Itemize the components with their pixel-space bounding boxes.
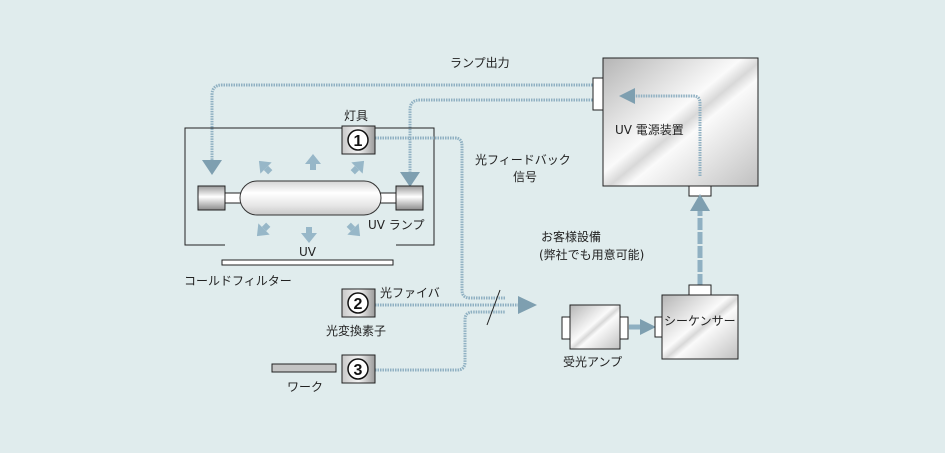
uv-arrow-up <box>305 154 321 170</box>
uv-arrow-down <box>301 227 317 243</box>
optical-feedback-label-2: 信号 <box>513 170 537 184</box>
arrow-left-internal <box>619 88 635 104</box>
photoelectric-element-label: 光変換素子 <box>326 323 386 338</box>
sensor-1: 1 <box>341 125 376 155</box>
sensor-1-number: 1 <box>354 133 363 150</box>
lamp-output-line-right <box>408 98 595 172</box>
uv-label: UV <box>299 245 317 259</box>
arrow-up-to-power <box>690 194 710 211</box>
light-receiving-amp <box>569 304 621 350</box>
uv-arrow-up-left <box>258 160 273 175</box>
uv-power-supply <box>602 57 759 187</box>
optical-fiber-label: 光ファイバ <box>380 286 440 300</box>
lamp-output-label: ランプ出力 <box>450 56 510 70</box>
uv-lamp-tube <box>239 180 382 216</box>
uv-arrow-down-left <box>256 222 271 237</box>
sensor-2: 2 <box>341 288 376 318</box>
work-piece <box>271 363 337 373</box>
sensor-3: 3 <box>341 354 376 384</box>
optical-feedback-label-1: 光フィードバック <box>475 153 571 167</box>
lamp-end-cap-right <box>395 185 424 211</box>
arrow-right-to-sequencer <box>640 319 656 335</box>
fixture-label: 灯具 <box>344 109 368 123</box>
light-receiving-amp-label: 受光アンプ <box>563 355 622 369</box>
fiber-bundle-slash <box>486 289 501 326</box>
customer-equipment-label-1: お客様設備 <box>541 229 601 244</box>
uv-arrow-up-right <box>350 160 365 175</box>
amp-port-left <box>561 316 571 340</box>
sequencer-port-left <box>654 316 663 338</box>
cold-filter-label: コールドフィルター <box>184 274 292 288</box>
work-label: ワーク <box>287 380 323 394</box>
lamp-output-line-left <box>210 83 595 160</box>
sequencer-port-top <box>688 284 712 296</box>
lamp-housing <box>184 127 435 246</box>
customer-equipment-label-2: (弊社でも用意可能) <box>539 247 644 262</box>
amp-port-right <box>619 316 629 340</box>
arrow-down-right-end <box>400 172 420 187</box>
uv-arrow-down-right <box>346 222 361 237</box>
power-supply-internal-signal <box>635 94 702 176</box>
sensor-2-number: 2 <box>354 296 363 313</box>
power-supply-output-port <box>592 77 604 111</box>
feedback-fiber-3 <box>375 310 505 372</box>
sequencer <box>661 294 739 360</box>
lamp-end-cap-left <box>197 185 226 211</box>
uv-lamp-label: UV ランプ <box>368 218 424 232</box>
arrow-right-to-amp <box>518 296 537 314</box>
sequencer-label: シーケンサー <box>664 314 736 328</box>
arrow-down-left-end <box>202 160 222 175</box>
feedback-fiber-1 <box>375 136 505 300</box>
sensor-3-number: 3 <box>354 362 363 379</box>
uv-power-supply-label: UV 電源装置 <box>615 123 684 137</box>
cold-filter <box>221 259 394 266</box>
